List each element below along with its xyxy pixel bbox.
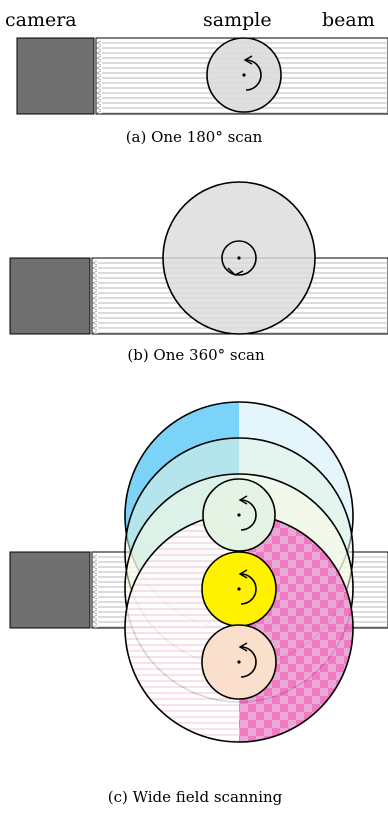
- beam-arrow-icon: [96, 95, 102, 101]
- rotation-center-icon: [237, 513, 241, 517]
- rotation-center-icon: [237, 660, 241, 664]
- beam-arrow-icon: [92, 260, 98, 266]
- beam-arrow-icon: [92, 320, 98, 326]
- rotation-arrow-icon: [221, 240, 257, 276]
- beam-arrow-icon: [92, 619, 98, 625]
- beam-arrow-icon: [92, 325, 98, 331]
- beam-arrow-icon: [92, 614, 98, 620]
- rotation-arrow-icon: [238, 495, 257, 531]
- sample-b: [162, 181, 316, 335]
- beam-arrow-icon: [92, 574, 98, 580]
- beam-arrow-icon: [92, 270, 98, 276]
- beam-arrow-icon: [92, 569, 98, 575]
- beam-arrow-icon: [96, 110, 102, 114]
- beam-arrow-icon: [92, 300, 98, 306]
- beam-label: beam: [322, 9, 375, 31]
- beam-arrow-icon: [92, 599, 98, 605]
- rotation-center-icon: [237, 256, 241, 260]
- beam-arrow-icon: [92, 285, 98, 291]
- beam-arrow-icon: [92, 330, 98, 334]
- caption-c: (c) Wide field scanning: [108, 788, 283, 806]
- beam-arrow-icon: [92, 315, 98, 321]
- sample-c-middle: [201, 551, 277, 627]
- beam-arrow-icon: [92, 290, 98, 296]
- rotation-arrow-icon: [238, 569, 257, 605]
- beam-arrow-icon: [92, 624, 98, 628]
- beam-arrow-icon: [96, 45, 102, 51]
- camera-a: [16, 37, 95, 115]
- caption-b: (b) One 360° scan: [127, 346, 265, 364]
- beam-arrow-icon: [96, 85, 102, 91]
- beam-arrow-icon: [92, 305, 98, 311]
- sample-c-top: [202, 478, 276, 552]
- beam-arrow-icon: [92, 295, 98, 301]
- beam-arrow-icon: [92, 609, 98, 615]
- beam-arrow-icon: [96, 70, 102, 76]
- beam-arrow-icon: [96, 50, 102, 56]
- beam-arrow-icon: [92, 589, 98, 595]
- beam-arrow-icon: [92, 579, 98, 585]
- beam-arrow-icon: [96, 40, 102, 46]
- beam-arrow-icon: [96, 75, 102, 81]
- beam-arrow-icon: [92, 604, 98, 610]
- beam-arrow-icon: [92, 564, 98, 570]
- beam-arrow-icon: [92, 554, 98, 560]
- rotation-center-icon: [242, 73, 246, 77]
- beam-arrow-icon: [96, 105, 102, 111]
- beam-arrow-icon: [96, 60, 102, 66]
- beam-arrow-icon: [92, 594, 98, 600]
- beam-arrow-icon: [92, 280, 98, 286]
- beam-arrow-icon: [92, 275, 98, 281]
- beam-arrow-icon: [96, 65, 102, 71]
- beam-arrow-icon: [96, 55, 102, 61]
- rotation-center-icon: [237, 587, 241, 591]
- rotation-arrow-icon: [238, 642, 257, 678]
- camera-c: [9, 551, 91, 629]
- beam-arrow-icon: [96, 100, 102, 106]
- sample-a: [206, 37, 282, 113]
- camera-b: [9, 257, 91, 335]
- beam-arrow-icon: [96, 80, 102, 86]
- beam-arrow-icon: [92, 584, 98, 590]
- sample-label: sample: [203, 9, 272, 31]
- caption-a: (a) One 180° scan: [126, 128, 263, 146]
- rotation-arrow-icon: [243, 55, 262, 91]
- beam-arrow-icon: [92, 265, 98, 271]
- beam-arrow-icon: [96, 90, 102, 96]
- sample-c-bottom: [201, 624, 277, 700]
- beam-arrow-icon: [92, 310, 98, 316]
- beam-arrow-icon: [92, 559, 98, 565]
- camera-label: camera: [5, 9, 77, 31]
